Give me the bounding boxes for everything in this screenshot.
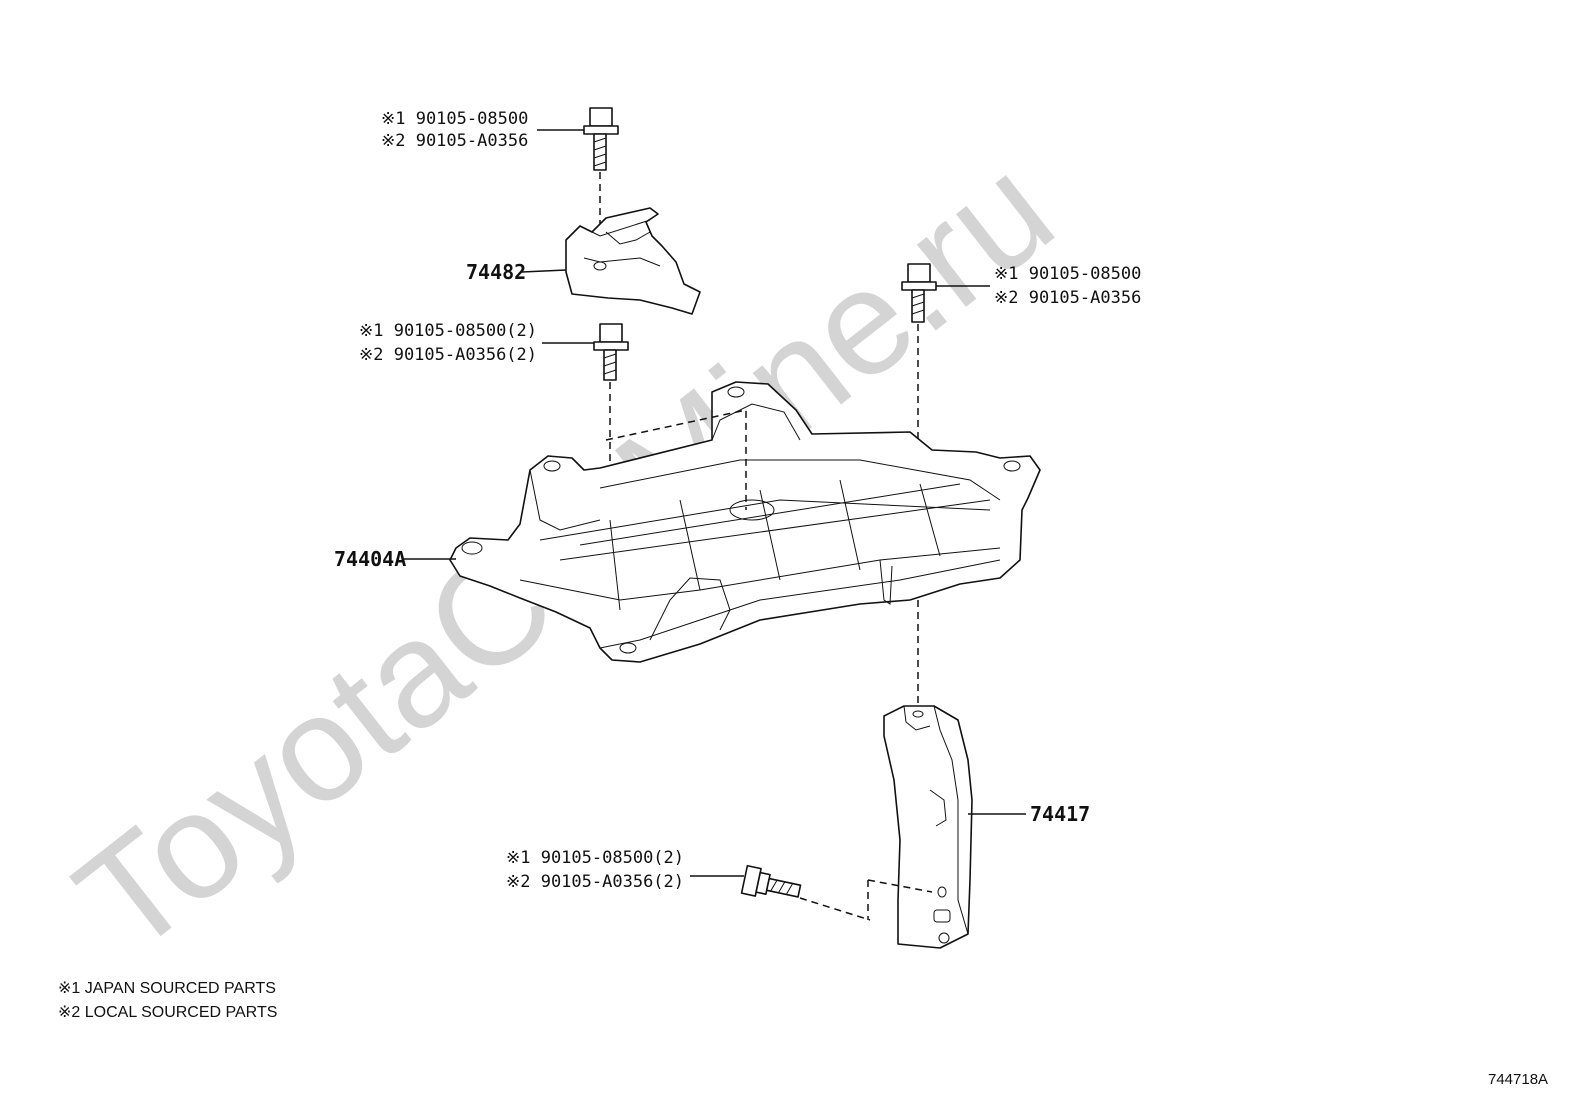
part-74482-label: 74482 bbox=[466, 260, 526, 284]
top-bolt-label-2: ※2 90105-A0356 bbox=[381, 131, 528, 151]
lower-bolt-label-1: ※1 90105-08500(2) bbox=[506, 848, 684, 868]
top-bolt-icon bbox=[583, 107, 619, 171]
mid-left-bolt-label-1: ※1 90105-08500(2) bbox=[359, 321, 537, 341]
mid-left-bolt-label-2: ※2 90105-A0356(2) bbox=[359, 345, 537, 365]
lower-bolt-label-2: ※2 90105-A0356(2) bbox=[506, 872, 684, 892]
top-bolt-label-1: ※1 90105-08500 bbox=[381, 109, 528, 129]
bracket-74482-shape bbox=[565, 207, 701, 315]
stay-74417-shape bbox=[883, 705, 973, 949]
mid-left-bolt-icon bbox=[593, 323, 629, 381]
battery-tray-74404A-shape bbox=[449, 381, 1041, 663]
legend-note-japan: ※1 JAPAN SOURCED PARTS bbox=[58, 980, 276, 997]
right-bolt-icon bbox=[901, 263, 937, 323]
part-74404A-label: 74404A bbox=[334, 547, 406, 571]
legend-note-local: ※2 LOCAL SOURCED PARTS bbox=[58, 1004, 277, 1021]
diagram-reference-code: 744718A bbox=[1488, 1071, 1548, 1088]
right-bolt-label-1: ※1 90105-08500 bbox=[994, 264, 1141, 284]
right-bolt-label-2: ※2 90105-A0356 bbox=[994, 288, 1141, 308]
part-74417-label: 74417 bbox=[1030, 802, 1090, 826]
lower-bolt-icon bbox=[740, 864, 802, 898]
